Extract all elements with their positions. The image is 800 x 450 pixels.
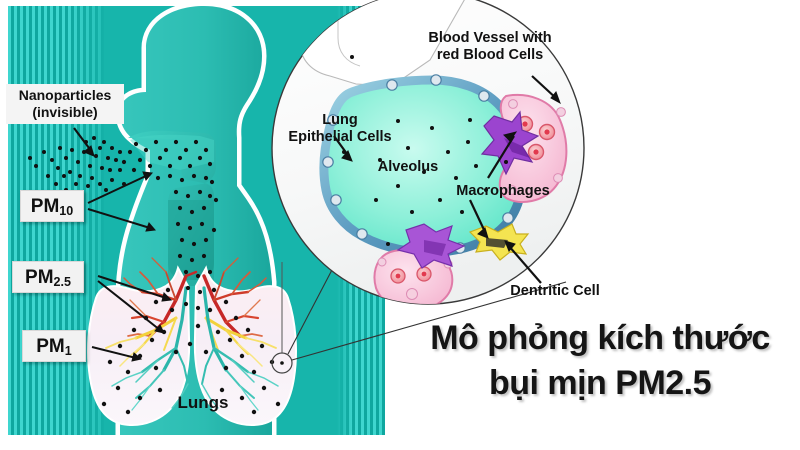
lung-epithelial-label-line2: Epithelial Cells — [288, 128, 392, 145]
alveolus-label: Alveolus — [377, 159, 439, 175]
pm25-subscript: 2.5 — [53, 275, 71, 289]
airway-highlight — [130, 134, 214, 170]
magnified-alveolus-panel — [271, 0, 585, 305]
macrophage-bottom — [396, 223, 466, 269]
magnifier-label-arrows — [333, 75, 561, 284]
lung-right-lobe — [193, 265, 297, 426]
left-panel-arrows — [73, 127, 173, 362]
nanoparticles-label-line1: Nanoparticles — [18, 87, 112, 103]
pm25-label-text: PM2.5 — [25, 266, 71, 289]
pm25-label: PM2.5 — [12, 261, 84, 293]
lung-epithelial-label: Lung Epithelial Cells — [280, 112, 400, 145]
vietnamese-title-line1: Mô phỏng kích thước — [430, 319, 770, 357]
vietnamese-title: Mô phỏng kích thước bụi mịn PM2.5 — [408, 316, 792, 406]
bronchial-tree-teal — [111, 286, 279, 411]
pm10-label: PM10 — [20, 190, 84, 222]
magnify-source-dot — [280, 361, 284, 365]
pm1-label-text: PM1 — [36, 335, 72, 358]
nanoparticle-cloud-outside — [28, 136, 126, 192]
pm10-subscript: 10 — [59, 204, 74, 218]
macrophages-label: Macrophages — [456, 183, 550, 199]
blood-vessel-label: Blood Vessel with red Blood Cells — [400, 30, 580, 63]
bottom-white-margin — [0, 435, 800, 450]
blood-vessel-label-line1: Blood Vessel with — [428, 30, 552, 46]
human-figure-group — [28, 6, 297, 435]
vietnamese-title-line2: bụi mịn PM2.5 — [488, 364, 712, 402]
lungs-group — [87, 257, 297, 426]
pm10-label-text: PM10 — [30, 195, 74, 218]
blood-vessel-label-line2: red Blood Cells — [436, 46, 544, 63]
lung-epithelial-label-line1: Lung — [322, 112, 358, 128]
pm1-label: PM1 — [22, 330, 86, 362]
nanoparticles-label-line2: (invisible) — [32, 104, 98, 120]
nanoparticles-label: Nanoparticles (invisible) — [6, 84, 124, 124]
pm1-subscript: 1 — [64, 344, 72, 358]
alveolar-duct-outline-2 — [337, 0, 361, 67]
particles-in-alveolus — [342, 55, 508, 246]
particles-in-lungs — [101, 287, 281, 415]
dendritic-cell-label: Dentritic Cell — [510, 283, 600, 299]
alveolus-membrane — [323, 80, 523, 253]
lungs-label: Lungs — [177, 393, 229, 412]
blood-vessel-bottom — [373, 248, 454, 304]
left-white-margin — [0, 0, 8, 450]
